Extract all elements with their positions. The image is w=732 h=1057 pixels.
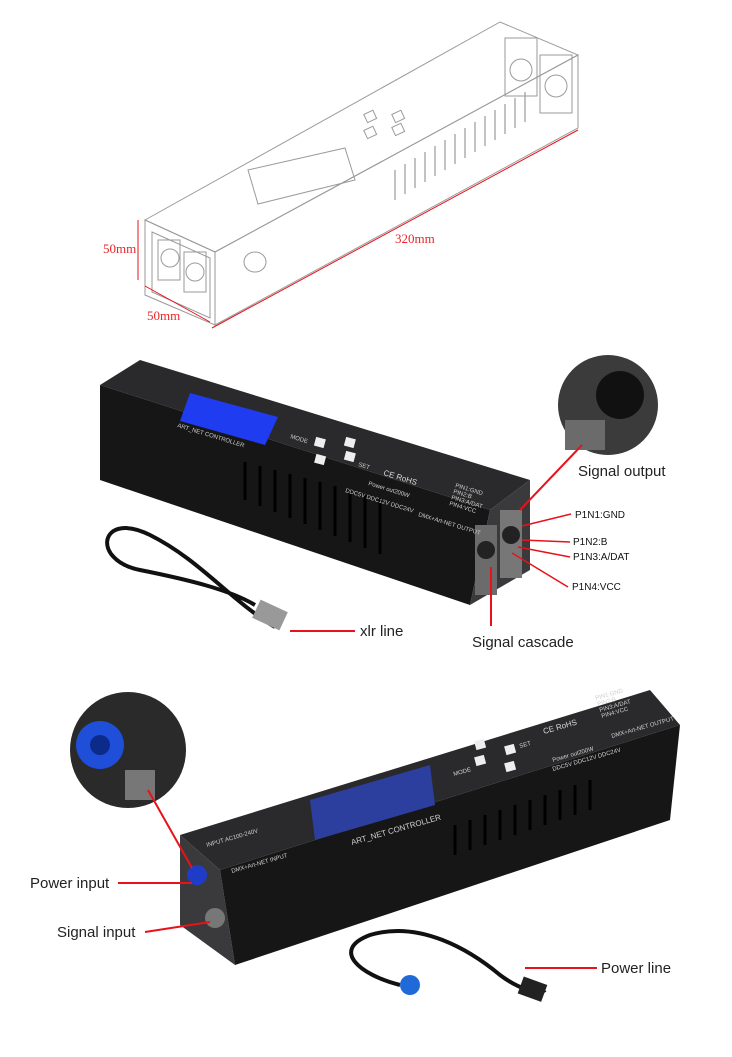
power-input-inset bbox=[70, 692, 186, 808]
power-line-label: Power line bbox=[601, 960, 671, 977]
set-label: SET bbox=[357, 462, 370, 471]
wireframe-drawing bbox=[137, 21, 580, 329]
lcd-screen bbox=[310, 765, 435, 840]
signal-output-label: Signal output bbox=[578, 463, 666, 480]
pin1-callout: P1N1:GND bbox=[575, 510, 625, 521]
controller-device-bottom bbox=[180, 690, 680, 965]
controller-device-top bbox=[100, 360, 530, 605]
lcd-screen bbox=[180, 393, 278, 445]
mode-label: MODE bbox=[289, 434, 308, 445]
pin4-callout: P1N4:VCC bbox=[572, 582, 621, 593]
mode-label: MODE bbox=[453, 767, 472, 778]
pin-label: PIN2:B bbox=[452, 489, 472, 500]
set-label: SET bbox=[519, 741, 532, 750]
pin-label: PIN2:B bbox=[597, 697, 617, 708]
signal-input-label: Signal input bbox=[57, 924, 136, 941]
xlr-line-label: xlr line bbox=[360, 623, 403, 640]
pin3-callout: P1N3:A/DAT bbox=[573, 552, 630, 563]
xlr-cable bbox=[105, 526, 277, 629]
width-dimension: 50mm bbox=[147, 308, 180, 323]
height-dimension: 50mm bbox=[103, 241, 136, 256]
pin2-callout: P1N2:B bbox=[573, 537, 608, 548]
power-cable bbox=[349, 929, 547, 994]
signal-cascade-label: Signal cascade bbox=[472, 634, 574, 651]
power-input-label: Power input bbox=[30, 875, 110, 892]
length-dimension: 320mm bbox=[395, 231, 435, 246]
